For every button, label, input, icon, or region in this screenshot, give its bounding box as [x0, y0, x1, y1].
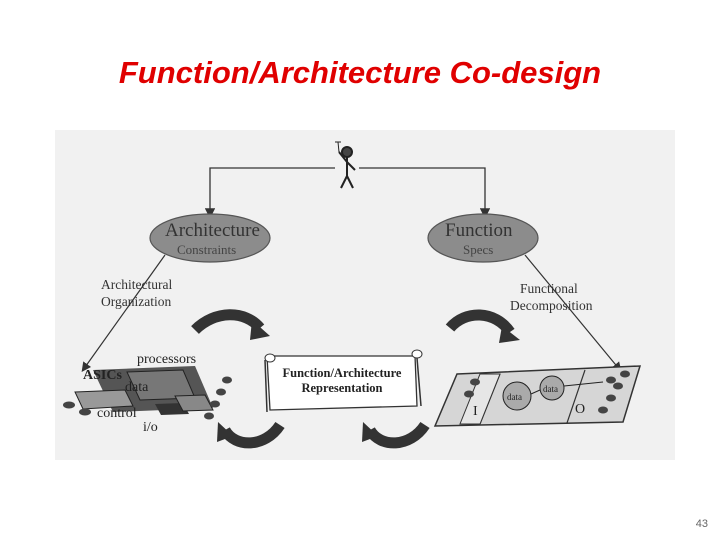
slide-title: Function/Architecture Co-design: [118, 55, 602, 90]
function-title: Function: [445, 220, 513, 241]
asics-label: ASICs: [83, 368, 122, 383]
designer-figure-icon: [335, 141, 356, 189]
diagonal-connectors: [81, 254, 622, 372]
data-bubble-label: data: [543, 384, 558, 394]
functional-decomposition-caption: Functional Decomposition: [510, 280, 593, 314]
architecture-ellipse: [149, 213, 271, 263]
functional-board: [433, 365, 642, 427]
representation-line: Function/Architecture: [282, 366, 402, 380]
input-label: I: [473, 404, 478, 419]
curved-arrow-top-right: [445, 309, 520, 343]
control-label: control: [97, 406, 137, 421]
output-label: O: [575, 402, 586, 417]
hardware-board: [63, 366, 232, 420]
data-bubble-label: data: [507, 392, 522, 402]
curved-arrow-bottom-left: [217, 421, 285, 449]
architecture-title: Architecture: [165, 220, 260, 241]
page-number: 43: [695, 518, 708, 530]
representation-label: Function/Architecture Representation: [267, 366, 417, 396]
diagram-graphics: [63, 141, 642, 449]
caption-line: Architectural: [101, 277, 173, 292]
caption-line: Organization: [101, 294, 172, 309]
function-subtitle: Specs: [463, 242, 494, 257]
representation-line: Representation: [301, 381, 383, 395]
architectural-organization-caption: Architectural Organization: [101, 276, 172, 310]
top-connector: [204, 167, 491, 219]
representation-scroll: [264, 349, 423, 413]
codesign-diagram: Architecture Constraints Function Specs …: [55, 130, 675, 460]
io-label: i/o: [143, 420, 158, 435]
processors-label: processors: [137, 352, 197, 367]
function-ellipse: [427, 213, 539, 263]
caption-line: Decomposition: [510, 298, 593, 313]
architecture-subtitle: Constraints: [177, 242, 237, 257]
curved-arrow-bottom-right: [362, 421, 430, 449]
caption-line: Functional: [520, 281, 578, 296]
data-label: data: [125, 380, 149, 395]
curved-arrow-top-left: [191, 309, 270, 340]
